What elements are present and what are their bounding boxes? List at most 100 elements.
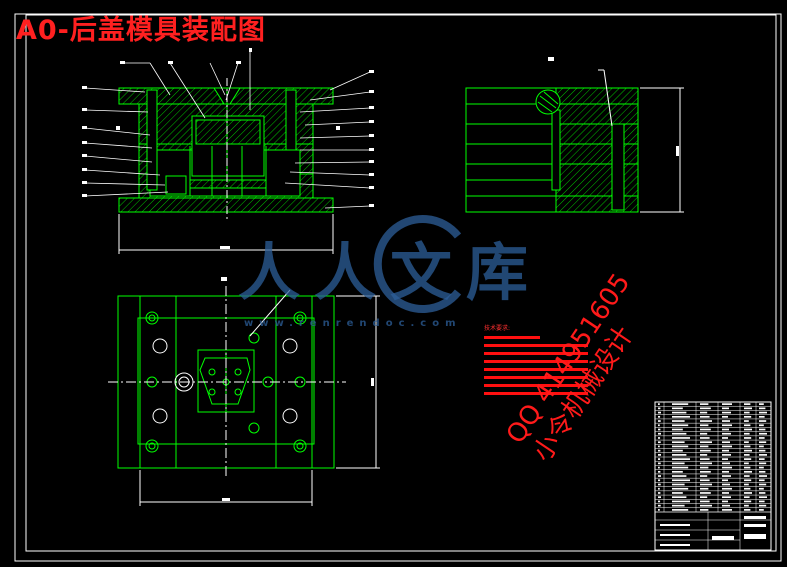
bom-cell-text [672,411,687,414]
bom-cell-text [744,475,750,477]
bom-cell-text [759,415,765,418]
leader-tags-right [369,70,374,207]
bom-cell-text [700,458,710,460]
bom-cell-text [672,428,683,431]
plan-view-tags [221,277,374,501]
bom-cell-text [744,432,750,435]
bom-cell-text [658,462,661,465]
bom-cell-text [700,487,709,490]
bom-cell-text [722,454,731,456]
bom-cell-text [700,500,710,503]
bom-cell-text [700,492,711,494]
bom-cell-text [672,441,685,444]
bom-cell-text [744,487,751,490]
bom-cell-text [759,509,764,511]
bom-cell-text [744,454,750,456]
bom-cell-text [700,475,708,477]
bom-cell-text [759,441,767,444]
bom-cell-text [672,403,689,405]
bom-cell-text [744,407,752,410]
bom-cell-text [744,420,749,422]
watermark-site-url: www.renrendoc.com [244,318,462,329]
bom-cell-text [759,424,764,427]
bom-cell-text [658,407,661,410]
bom-cell-text [744,462,749,465]
bom-cell-text [700,466,709,469]
bom-cell-text [658,420,661,422]
drawing-title: A0-后盖模具装配图 [16,15,266,46]
bom-cell-text [700,424,709,427]
bom-cell-text [700,415,710,418]
bom-cell-text [722,441,730,444]
bom-cell-text [658,466,660,469]
watermark-logo [373,215,462,313]
bom-cell-text [700,483,712,486]
bom-cell-text [672,424,689,427]
bom-cell-text [700,449,711,452]
bom-cell-text [672,407,683,410]
bom-cell-text [759,500,765,503]
bom-cell-text [744,411,750,414]
bom-cell-text [759,449,766,452]
bom-cell-text [700,509,709,511]
bom-cell-text [722,415,728,418]
bom-cell-text [672,492,683,494]
bom-cell-text [744,441,749,444]
title-block-text [660,524,690,526]
bom-cell-text [722,424,732,427]
bom-cell-text [722,458,728,460]
bom-cell-text [658,437,661,439]
bom-cell-text [722,479,728,482]
bom-cell-text [672,462,685,465]
bom-cell-text [658,483,661,486]
bom-cell-text [722,492,729,494]
bom-cell-text [759,492,766,494]
bom-cell-text [744,492,752,494]
bom-cell-text [672,415,690,418]
bom-cell-text [759,437,765,439]
bom-cell-text [700,441,712,444]
bom-cell-text [744,449,752,452]
bom-cell-text [672,454,687,456]
bom-cell-text [759,483,767,486]
bom-cell-text [658,487,660,490]
bom-cell-text [759,475,767,477]
bom-cell-text [722,411,731,414]
bom-cell-text [744,403,751,405]
bom-cell-text [759,504,767,507]
bom-cell-text [722,462,730,465]
bom-cell-text [722,475,731,477]
bom-cell-text [672,496,687,499]
bom-cell-text [672,483,685,486]
bom-cell-text [722,504,730,507]
bom-cell-text [722,420,730,422]
bom-cell-text [744,458,752,460]
title-block-text [660,534,690,536]
bom-cell-text [658,479,661,482]
bom-cell-text [722,509,732,511]
bom-cell-text [722,449,729,452]
bom-cell-text [672,437,690,439]
bom-cell-text [744,424,751,427]
bom-cell-text [722,470,729,473]
bom-cell-text [759,470,766,473]
bom-cell-text [700,445,709,448]
bom-cell-text [744,437,752,439]
bom-cell-text [744,466,751,469]
title-block [654,511,772,551]
bom-cell-text [759,403,764,405]
bom-cell-text [744,428,752,431]
bom-cell-text [658,403,660,405]
bom-cell-text [759,432,767,435]
bom-cell-text [700,437,710,439]
bom-cell-text [700,462,712,465]
title-block-text [744,524,766,527]
technical-requirements-bars [484,336,588,395]
bom-cell-text [722,407,729,410]
bom-cell-text [700,454,708,456]
bom-cell-text [722,466,732,469]
bom-cell-text [722,487,732,490]
title-block-text [712,536,734,540]
bom-cell-text [658,424,660,427]
side-section-view [465,57,684,213]
